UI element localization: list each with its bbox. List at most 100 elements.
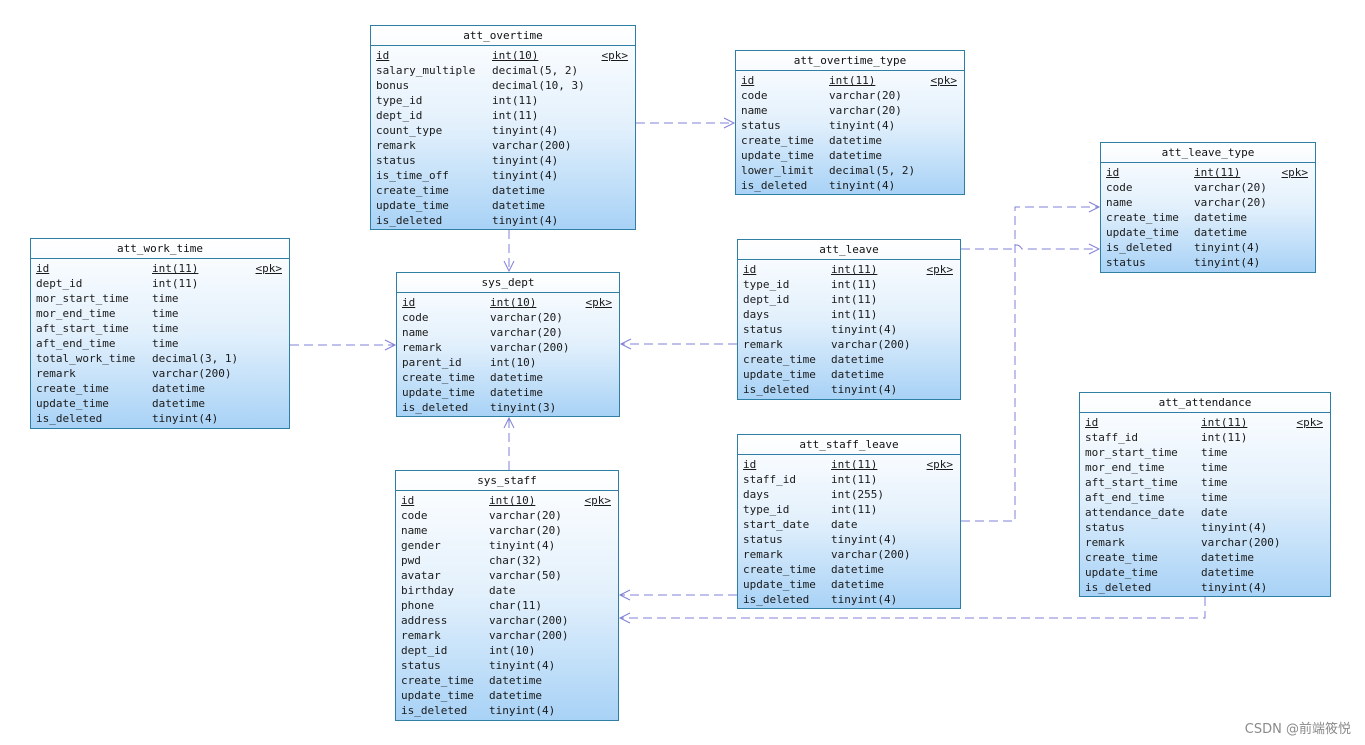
field-type: int(10) — [490, 356, 537, 369]
field-name: start_date — [743, 518, 810, 531]
field-type: int(11) — [831, 473, 878, 486]
primary-key-marker: <pk> — [584, 494, 612, 507]
link-staff-leave-to-leave-type — [961, 201, 1101, 522]
field-type: datetime — [829, 134, 882, 147]
link-leave-to-leave-type — [961, 243, 1101, 255]
field-name: type_id — [743, 278, 790, 291]
field-name: update_time — [1106, 226, 1179, 239]
arrow-head-icon — [1088, 243, 1101, 255]
field-name: create_time — [1085, 551, 1158, 564]
field-name: aft_end_time — [1085, 491, 1165, 504]
entity-title: sys_dept — [397, 273, 619, 293]
link-staff-to-dept — [503, 416, 515, 470]
field-name: is_time_off — [376, 169, 449, 182]
field-type: varchar(50) — [489, 569, 562, 582]
field-name: count_type — [376, 124, 443, 137]
field-name: id — [743, 458, 757, 471]
field-type: date — [489, 584, 516, 597]
field-type: int(11) — [492, 94, 539, 107]
field-name: lower_limit — [741, 164, 814, 177]
field-name: name — [402, 326, 429, 339]
link-attendance-to-staff — [618, 597, 1206, 624]
field-type: varchar(20) — [490, 311, 563, 324]
field-name: is_deleted — [36, 412, 103, 425]
field-name: update_time — [36, 397, 109, 410]
field-type: int(10) — [492, 49, 539, 62]
field-name: status — [1106, 256, 1146, 269]
field-name: is_deleted — [401, 704, 468, 717]
connector-line — [620, 597, 1206, 619]
field-type: datetime — [492, 184, 545, 197]
field-name: mor_end_time — [1085, 461, 1165, 474]
field-type: datetime — [1201, 566, 1254, 579]
field-type: tinyint(3) — [490, 401, 557, 414]
primary-key-marker: <pk> — [1281, 166, 1309, 179]
field-type: time — [152, 307, 179, 320]
field-type: tinyint(4) — [831, 383, 898, 396]
field-type: time — [152, 322, 179, 335]
field-type: decimal(3, 1) — [152, 352, 239, 365]
field-name: remark — [401, 629, 441, 642]
field-name: update_time — [741, 149, 814, 162]
field-type: int(10) — [489, 494, 536, 507]
field-type: tinyint(4) — [489, 659, 556, 672]
field-name: pwd — [401, 554, 421, 567]
field-name: name — [401, 524, 428, 537]
field-name: dept_id — [401, 644, 448, 657]
field-type: tinyint(4) — [492, 124, 559, 137]
field-name: status — [1085, 521, 1125, 534]
field-name: id — [36, 262, 50, 275]
field-type: decimal(5, 2) — [829, 164, 916, 177]
field-name: bonus — [376, 79, 410, 92]
field-type: varchar(200) — [1201, 536, 1281, 549]
field-name: remark — [743, 548, 783, 561]
field-name: update_time — [376, 199, 449, 212]
link-overtime-to-dept — [503, 230, 515, 273]
field-name: days — [743, 308, 770, 321]
field-type: int(11) — [831, 263, 878, 276]
field-type: varchar(200) — [831, 548, 911, 561]
field-name: name — [1106, 196, 1133, 209]
field-type: int(11) — [492, 109, 539, 122]
field-type: varchar(200) — [152, 367, 232, 380]
entity-title: att_overtime_type — [736, 51, 964, 71]
field-name: id — [1085, 416, 1099, 429]
